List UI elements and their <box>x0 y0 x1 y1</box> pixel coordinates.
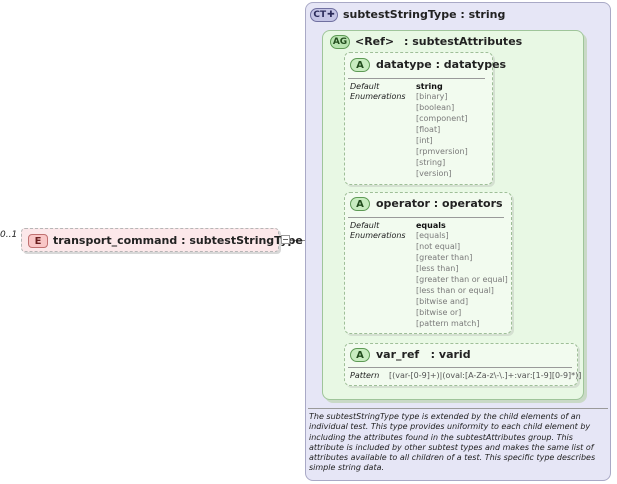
element-badge: E <box>28 234 48 248</box>
element-type: subtestStringType <box>189 234 303 247</box>
default-value: equals <box>416 221 446 230</box>
enumeration-item: [boolean] <box>416 103 455 112</box>
attribute-title: operator : operators <box>376 197 503 210</box>
divider <box>348 367 572 368</box>
enumeration-item: [binary] <box>416 92 448 101</box>
enumeration-item: [equals] <box>416 231 449 240</box>
enumeration-item: [component] <box>416 114 468 123</box>
attribute-box-datatype[interactable] <box>344 52 493 185</box>
attribute-badge: A <box>350 197 370 211</box>
attribute-box-var-ref[interactable] <box>344 343 578 386</box>
attribute-title: datatype : datatypes <box>376 58 507 71</box>
enumeration-item: [greater than or equal] <box>416 275 508 284</box>
element-name: transport_command <box>53 234 178 247</box>
attribute-group-name: : subtestAttributes <box>404 35 523 48</box>
divider <box>348 78 485 79</box>
element-box[interactable]: E transport_command : subtestStringType <box>21 228 303 252</box>
enumeration-item: [version] <box>416 169 452 178</box>
pattern-value: [(var-[0-9]+)|(oval:[A-Za-z\-\.]+:var:[1… <box>389 371 582 380</box>
enumerations-label: Enumerations <box>350 231 406 240</box>
enumeration-item: [int] <box>416 136 433 145</box>
default-label: Default <box>350 221 380 230</box>
attribute-group-ref: <Ref> <box>355 35 395 48</box>
enumerations-label: Enumerations <box>350 92 406 101</box>
enumeration-item: [rpmversion] <box>416 147 468 156</box>
attribute-badge: A <box>350 348 370 362</box>
enumeration-item: [float] <box>416 125 441 134</box>
pattern-label: Pattern <box>350 371 380 380</box>
attribute-group-badge: AG <box>330 35 350 49</box>
plus-icon: ✚ <box>327 10 335 20</box>
enumeration-item: [not equal] <box>416 242 461 251</box>
enumeration-item: [string] <box>416 158 446 167</box>
attribute-title: var_ref : varid <box>376 348 471 361</box>
element-label: transport_command : subtestStringType <box>53 234 303 247</box>
element-sep: : <box>181 234 186 247</box>
documentation-divider <box>308 408 608 409</box>
enumeration-item: [pattern match] <box>416 319 480 328</box>
enumeration-item: [less than or equal] <box>416 286 494 295</box>
complex-type-title: subtestStringType : string <box>343 8 506 21</box>
enumeration-item: [bitwise and] <box>416 297 469 306</box>
enumeration-item: [bitwise or] <box>416 308 462 317</box>
complex-type-badge: CT✚ <box>310 8 338 22</box>
documentation-text: The subtestStringType type is extended b… <box>309 412 596 473</box>
enumeration-list: [equals] [not equal] [greater than] [les… <box>416 230 508 329</box>
enumeration-item: [less than] <box>416 264 459 273</box>
attribute-badge: A <box>350 58 370 72</box>
default-value: string <box>416 82 443 91</box>
enumeration-list: [binary] [boolean] [component] [float] [… <box>416 91 468 179</box>
collapse-toggle-icon[interactable] <box>281 235 290 244</box>
divider <box>348 217 504 218</box>
connector-line <box>290 240 305 241</box>
default-label: Default <box>350 82 380 91</box>
cardinality-label: 0..1 <box>0 230 18 240</box>
enumeration-item: [greater than] <box>416 253 473 262</box>
attribute-box-operator[interactable] <box>344 192 512 334</box>
